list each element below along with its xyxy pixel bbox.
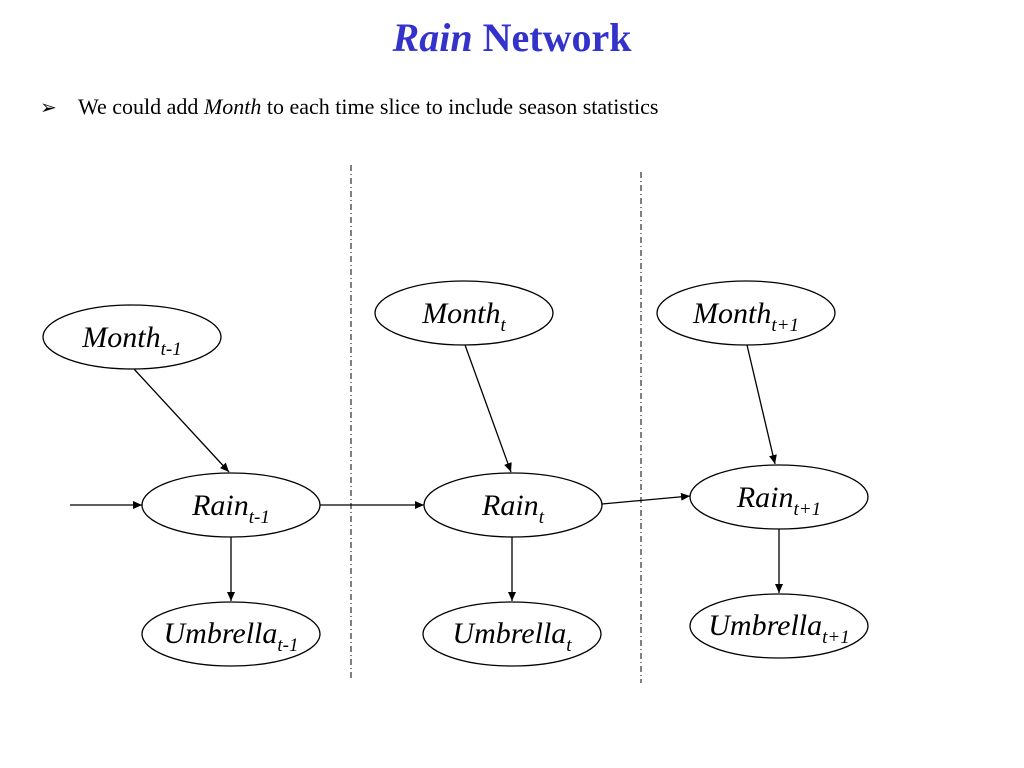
node-umbrella-prev-ellipse [141, 601, 321, 667]
node-month-prev-sub: t-1 [161, 339, 182, 360]
node-umbrella-t-base: Umbrella [452, 617, 566, 650]
svg-text:Raint+1: Raint+1 [736, 481, 821, 520]
node-month-t-ellipse [374, 280, 554, 346]
node-umbrella-prev-base: Umbrella [164, 617, 278, 650]
node-rain-t: Raint [423, 472, 603, 538]
slide-title: Rain Network [0, 12, 1024, 64]
bullet-text-after: to each time slice to include season sta… [266, 94, 659, 119]
node-month-prev: Montht-1 [42, 304, 222, 370]
node-month-next-sub: t+1 [771, 315, 799, 336]
arrow-bullet-icon: ➢ [40, 97, 57, 119]
node-rain-next: Raint+1 [689, 464, 869, 530]
node-umbrella-t-ellipse [422, 601, 602, 667]
edge-month-next-to-rain-next [746, 344, 777, 465]
node-rain-next-base: Rain [736, 481, 794, 514]
node-rain-prev-sub: t-1 [249, 507, 270, 528]
svg-text:Montht+1: Montht+1 [692, 297, 799, 336]
svg-text:Umbrellat: Umbrellat [452, 617, 572, 656]
node-month-t-base: Month [421, 297, 500, 330]
node-month-prev-base: Month [81, 321, 160, 354]
node-month-next-ellipse [656, 280, 836, 346]
node-rain-prev-base: Rain [191, 489, 249, 522]
edge-rain-t-to-rain-next [601, 492, 691, 505]
svg-text:Umbrellat-1: Umbrellat-1 [164, 617, 299, 656]
node-month-next-base: Month [692, 297, 771, 330]
bullet-text-before: We could add [78, 94, 199, 119]
svg-text:Raint-1: Raint-1 [191, 489, 270, 528]
node-month-prev-ellipse [42, 304, 222, 370]
slide-title-rest: Network [482, 15, 632, 60]
node-umbrella-t-sub: t [566, 635, 572, 656]
node-month-t-sub: t [501, 315, 507, 336]
node-umbrella-prev: Umbrellat-1 [141, 601, 321, 667]
node-umbrella-t: Umbrellat [422, 601, 602, 667]
node-umbrella-next: Umbrellat+1 [689, 593, 869, 659]
edge-month-t-to-rain-t [464, 344, 512, 473]
svg-text:Raint: Raint [481, 489, 545, 528]
node-umbrella-next-base: Umbrella [708, 609, 822, 642]
svg-text:Montht: Montht [421, 297, 506, 336]
node-rain-t-base: Rain [481, 489, 539, 522]
edge-month-prev-to-rain-prev [133, 368, 230, 473]
node-rain-next-ellipse [689, 464, 869, 530]
node-rain-next-sub: t+1 [794, 499, 822, 520]
svg-text:Umbrellat+1: Umbrellat+1 [708, 609, 850, 648]
node-rain-prev: Raint-1 [141, 472, 321, 538]
node-rain-t-ellipse [423, 472, 603, 538]
slide-title-italic: Rain [392, 15, 473, 60]
node-rain-t-sub: t [539, 507, 545, 528]
svg-text:Montht-1: Montht-1 [81, 321, 181, 360]
bullet-point: ➢ We could add Month to each time slice t… [40, 92, 659, 123]
node-month-t: Montht [374, 280, 554, 346]
node-month-next: Montht+1 [656, 280, 836, 346]
node-umbrella-next-sub: t+1 [822, 627, 850, 648]
node-rain-prev-ellipse [141, 472, 321, 538]
node-umbrella-prev-sub: t-1 [277, 635, 298, 656]
node-umbrella-next-ellipse [689, 593, 869, 659]
bullet-text-italic: Month [203, 94, 262, 119]
